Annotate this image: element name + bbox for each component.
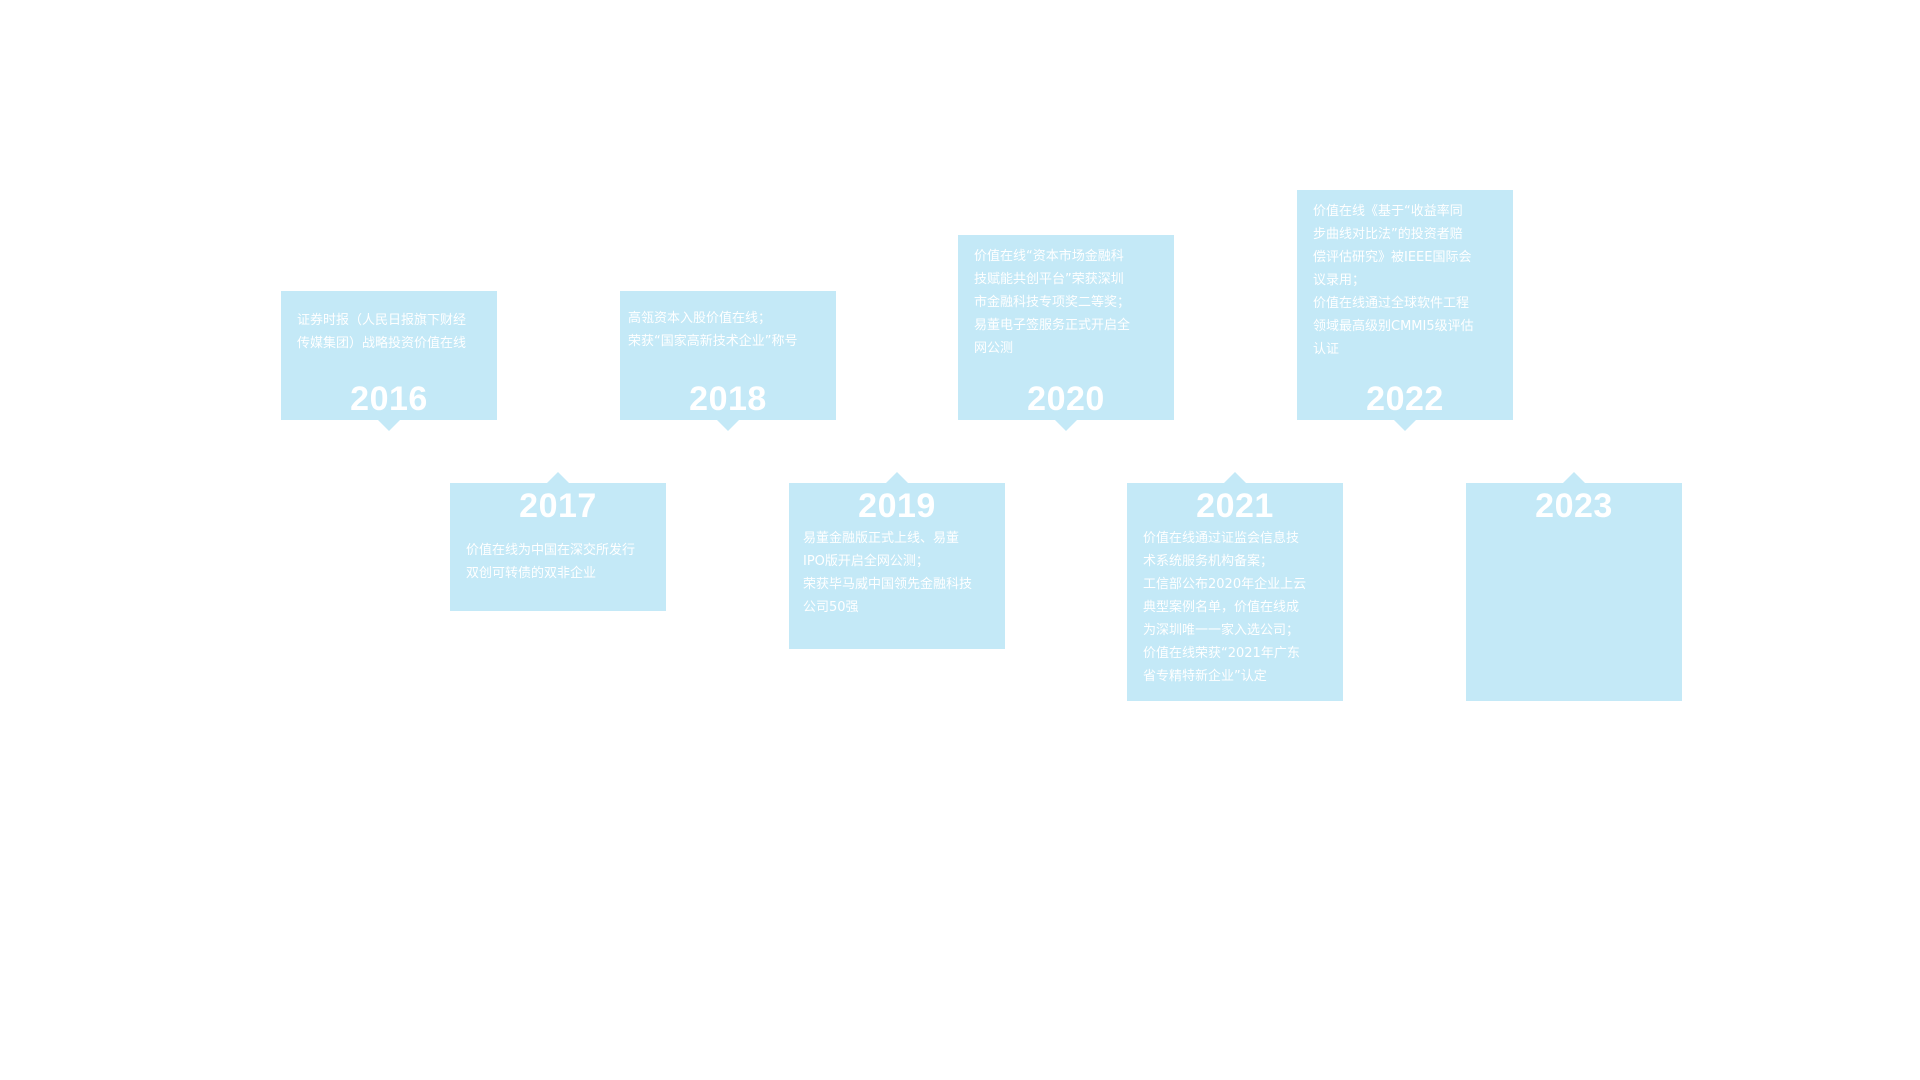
timeline-description: 价值在线“资本市场金融科 技赋能共创平台”荣获深圳 市金融科技专项奖二等奖； 易… — [974, 249, 1131, 356]
timeline-card-2021: 2021 价值在线通过证监会信息技 术系统服务机构备案； 工信部公布2020年企… — [1127, 483, 1343, 701]
timeline-description: 证券时报（人民日报旗下财经 传媒集团）战略投资价值在线 — [297, 313, 467, 351]
timeline-description: 价值在线《基于“收益率同 步曲线对比法”的投资者赔 偿评估研究》被IEEE国际会… — [1313, 204, 1474, 357]
timeline-description: 高瓴资本入股价值在线； 荣获“国家高新技术企业”称号 — [628, 311, 798, 349]
timeline-card-2017: 2017 价值在线为中国在深交所发行 双创可转债的双非企业 — [450, 483, 666, 611]
timeline-card-2020: 价值在线“资本市场金融科 技赋能共创平台”荣获深圳 市金融科技专项奖二等奖； 易… — [958, 235, 1174, 420]
timeline-year: 2021 — [1196, 487, 1274, 525]
timeline-year: 2016 — [350, 380, 428, 418]
timeline-card-2023: 2023 — [1466, 483, 1682, 701]
timeline-year: 2022 — [1366, 380, 1444, 418]
timeline-description: 易董金融版正式上线、易董 IPO版开启全网公测； 荣获毕马威中国领先金融科技 公… — [803, 531, 973, 615]
timeline-year: 2019 — [858, 487, 936, 525]
timeline-year: 2023 — [1535, 487, 1613, 525]
timeline-year: 2017 — [519, 487, 597, 525]
timeline-card-2016: 证券时报（人民日报旗下财经 传媒集团）战略投资价值在线 2016 — [281, 291, 497, 420]
timeline-year: 2020 — [1027, 380, 1105, 418]
timeline-description: 价值在线通过证监会信息技 术系统服务机构备案； 工信部公布2020年企业上云 典… — [1143, 531, 1307, 684]
timeline-card-2022: 价值在线《基于“收益率同 步曲线对比法”的投资者赔 偿评估研究》被IEEE国际会… — [1297, 190, 1513, 420]
timeline-card-2019: 2019 易董金融版正式上线、易董 IPO版开启全网公测； 荣获毕马威中国领先金… — [789, 483, 1005, 649]
timeline-card-2018: 高瓴资本入股价值在线； 荣获“国家高新技术企业”称号 2018 — [620, 291, 836, 420]
timeline-year: 2018 — [689, 380, 767, 418]
timeline-description: 价值在线为中国在深交所发行 双创可转债的双非企业 — [466, 543, 636, 581]
